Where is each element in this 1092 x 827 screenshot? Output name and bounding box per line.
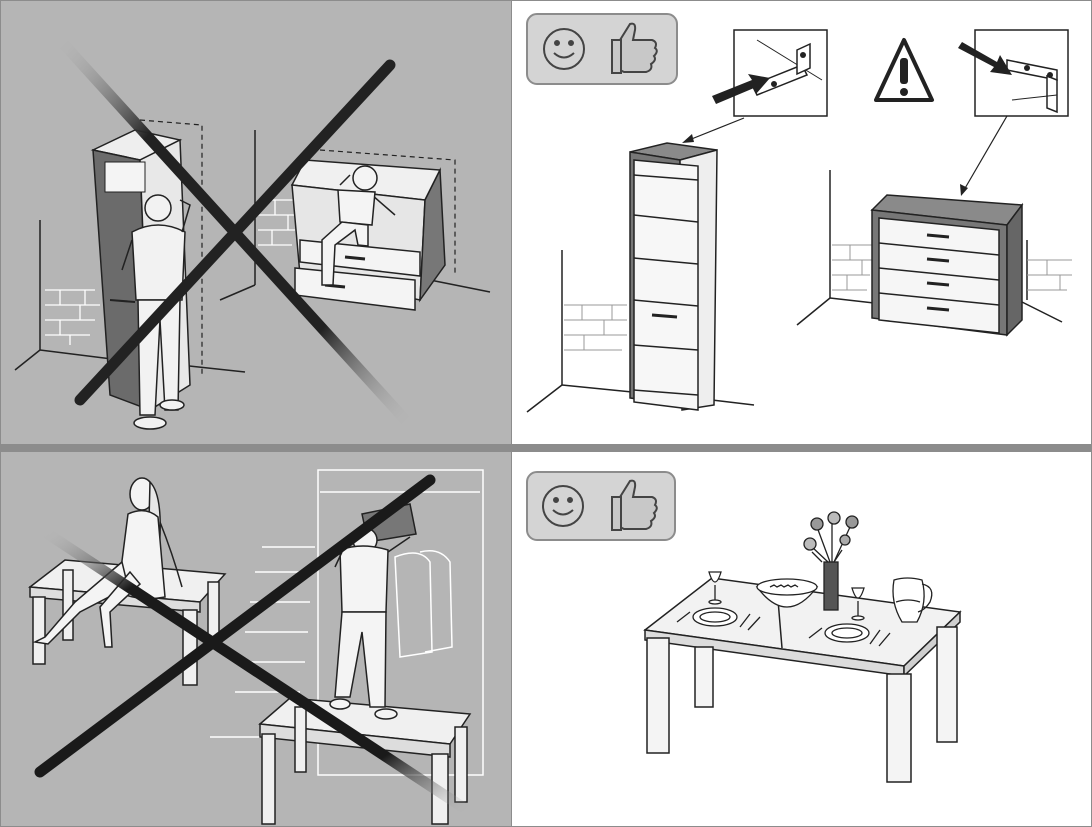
place-setting-left bbox=[676, 607, 761, 631]
thumbs-up-icon bbox=[611, 479, 658, 531]
wall-corner-chest bbox=[796, 170, 1063, 326]
wardrobe-outline bbox=[210, 469, 484, 776]
thumbs-up-icon bbox=[611, 22, 658, 74]
water-jug bbox=[892, 577, 933, 623]
prohibition-cross bbox=[54, 34, 416, 431]
panel-divider-horizontal bbox=[0, 444, 1092, 452]
panel-top-right-recommended bbox=[512, 0, 1092, 446]
pointer-arrowhead-chest bbox=[960, 184, 968, 196]
smiley-face-icon bbox=[543, 28, 585, 70]
brick-wall-left bbox=[45, 289, 100, 345]
dashed-outline-cabinet bbox=[139, 119, 203, 375]
brick-wall-chest bbox=[832, 244, 1072, 291]
panel-bottom-left-prohibited bbox=[0, 452, 512, 827]
child-climbing-drawers bbox=[321, 165, 396, 286]
brick-wall-cabinet bbox=[564, 304, 627, 351]
prohibition-cross-2 bbox=[34, 474, 476, 818]
panel-top-left-prohibited bbox=[0, 0, 512, 446]
screw-arrow-icon-2 bbox=[958, 42, 1012, 75]
wine-glass-right bbox=[851, 587, 865, 621]
woman-sitting-on-table bbox=[32, 477, 183, 648]
panel-divider-vertical bbox=[511, 0, 512, 827]
place-setting-right bbox=[808, 623, 891, 647]
room-corner-left bbox=[14, 220, 246, 373]
approval-badge bbox=[526, 13, 678, 85]
tall-cabinet-anchored bbox=[629, 142, 718, 411]
pointer-line-chest bbox=[963, 115, 1008, 191]
screw-arrow-icon bbox=[712, 74, 770, 104]
wall-corner-cabinet bbox=[526, 250, 755, 413]
flower-vase bbox=[803, 511, 859, 611]
warning-exclamation-icon bbox=[874, 38, 934, 102]
panel-bottom-right-recommended bbox=[512, 452, 1092, 827]
pointer-arrowhead-cabinet bbox=[682, 134, 694, 143]
approval-badge-2 bbox=[526, 471, 676, 541]
wall-bracket-detail-1 bbox=[712, 29, 828, 117]
wall-bracket-detail-2 bbox=[958, 29, 1069, 117]
brick-wall-right bbox=[258, 199, 298, 246]
smiley-face-icon bbox=[542, 485, 584, 527]
chest-of-drawers-anchored bbox=[870, 194, 1024, 337]
pointer-line-cabinet bbox=[683, 117, 745, 143]
wine-glass-left bbox=[708, 571, 722, 605]
salad-bowl bbox=[755, 578, 819, 608]
dashed-outline-chest bbox=[319, 149, 456, 275]
man-standing-on-table bbox=[329, 503, 417, 720]
